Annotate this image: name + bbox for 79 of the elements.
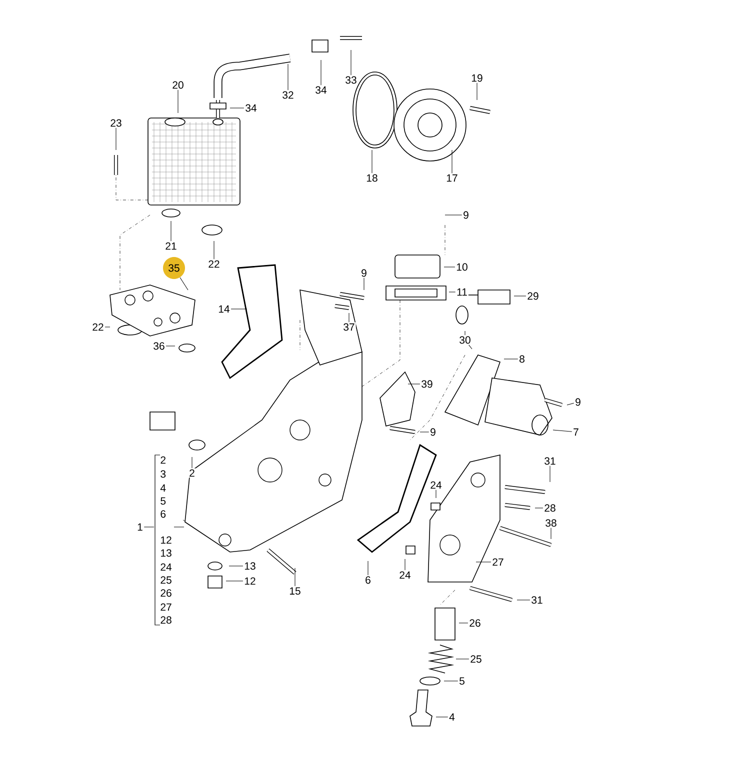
callout-number: 9 xyxy=(574,397,582,407)
leader-line xyxy=(566,402,574,406)
leader-line xyxy=(476,82,478,100)
leader-line xyxy=(504,358,518,360)
leader-line xyxy=(550,528,552,540)
leader-line xyxy=(458,622,468,624)
leader-line xyxy=(350,50,352,76)
leader-line xyxy=(320,60,322,86)
leader-line xyxy=(404,558,406,570)
callout-number: 9 xyxy=(462,210,470,220)
callout-number: 25 xyxy=(469,654,483,664)
part-number: 28 xyxy=(160,616,172,624)
part-number: 25 xyxy=(160,576,172,584)
callout-number: 28 xyxy=(543,503,557,513)
leader-line xyxy=(444,214,462,216)
leader-line xyxy=(170,220,172,242)
callout-number: 17 xyxy=(445,173,459,183)
callout-number: 39 xyxy=(420,379,434,389)
callout-number: 6 xyxy=(364,575,372,585)
part-number: 3 xyxy=(160,470,166,478)
callout-number: 2 xyxy=(188,468,196,478)
part-number: 5 xyxy=(160,497,166,505)
part-number: 24 xyxy=(160,563,172,571)
callout-number: 32 xyxy=(281,90,295,100)
callout-number: 18 xyxy=(365,173,379,183)
callout-number: 24 xyxy=(429,480,443,490)
callout-number: 12 xyxy=(243,576,257,586)
callout-number: 9 xyxy=(429,427,437,437)
callout-number: 15 xyxy=(288,586,302,596)
callout-number: 19 xyxy=(470,73,484,83)
callout-number: 27 xyxy=(491,557,505,567)
part-number: 12 xyxy=(161,536,172,544)
part-number: 26 xyxy=(160,589,172,597)
callout-number: 8 xyxy=(518,354,526,364)
callout-number: 20 xyxy=(171,80,185,90)
leader-line xyxy=(444,680,458,682)
part-number: 27 xyxy=(160,603,172,611)
callout-number: 13 xyxy=(243,561,257,571)
callout-number: 22 xyxy=(207,259,221,269)
part-number: 2 xyxy=(160,456,166,464)
callout-number: 4 xyxy=(448,712,456,722)
leader-line xyxy=(552,430,572,432)
part-number: 13 xyxy=(161,549,172,557)
leader-line xyxy=(348,312,350,322)
callout-number: 21 xyxy=(164,241,178,251)
callout-number: 35 xyxy=(163,257,185,279)
callout-number: 23 xyxy=(109,118,123,128)
leader-line xyxy=(436,716,448,718)
callout-number: 1 xyxy=(136,522,144,532)
callout-number: 5 xyxy=(458,676,466,686)
part-number: 6 xyxy=(160,510,166,518)
leader-line xyxy=(468,344,472,350)
callout-number: 10 xyxy=(455,262,469,272)
callout-number: 33 xyxy=(344,75,358,85)
callout-number: 9 xyxy=(360,268,368,278)
callout-number: 29 xyxy=(526,291,540,301)
callout-number: 26 xyxy=(468,618,482,628)
leader-line xyxy=(104,326,110,328)
callout-number: 34 xyxy=(314,85,328,95)
leader-line xyxy=(144,526,154,528)
leader-line xyxy=(456,658,470,660)
leader-line xyxy=(180,277,188,290)
callout-number: 24 xyxy=(398,570,412,580)
leader-line xyxy=(294,568,296,586)
callout-number: 11 xyxy=(456,287,468,297)
leader-line xyxy=(226,580,244,582)
callout-number: 30 xyxy=(458,335,472,345)
callout-number: 31 xyxy=(543,456,557,466)
leader-line xyxy=(464,330,466,336)
leader-line xyxy=(230,308,248,310)
callout-number: 22 xyxy=(91,322,105,332)
callout-number: 38 xyxy=(544,518,558,528)
callout-number: 34 xyxy=(244,103,258,113)
callout-number: 31 xyxy=(530,595,544,605)
callout-number: 36 xyxy=(152,341,166,351)
callout-number: 14 xyxy=(217,304,231,314)
part-number: 4 xyxy=(160,484,166,492)
leader-line xyxy=(444,266,456,268)
callout-number: 7 xyxy=(572,427,580,437)
